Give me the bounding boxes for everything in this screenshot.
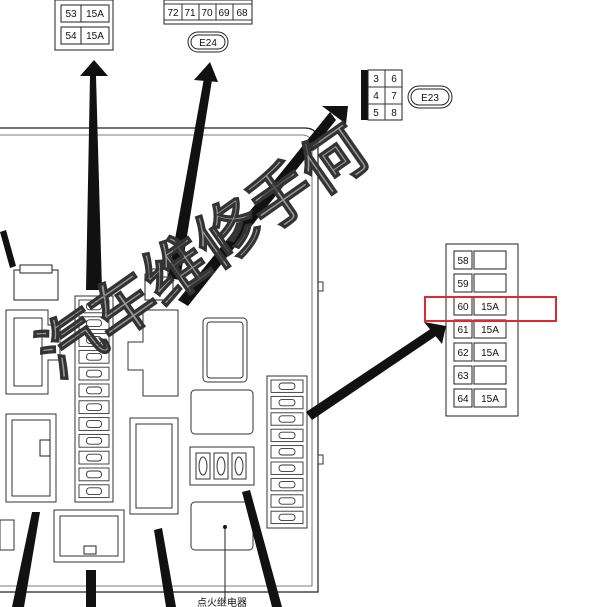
fuse-58-number: 58 (457, 256, 469, 267)
arrow-down-left (12, 512, 40, 607)
arrow-down-center-right (154, 528, 176, 607)
right-fuse-slot (270, 510, 304, 525)
fuse-69-number: 69 (218, 8, 230, 19)
connector-e23-label: E23 (421, 93, 439, 104)
connector-e23: 3 6 4 7 5 8 E23 (361, 69, 453, 121)
ignition-relay (190, 501, 254, 551)
fuse-61-amp: 15A (481, 325, 499, 336)
svg-text:E24: E24 (199, 38, 217, 49)
fuse-59-number: 59 (457, 279, 469, 290)
relay-block-center (127, 309, 179, 397)
right-fuse-slot (270, 412, 304, 426)
e23-pin-6: 6 (391, 74, 397, 85)
left-fuse-slot (78, 400, 110, 415)
mini-fuse-rack (189, 446, 255, 486)
fuse-60-amp: 15A (481, 302, 499, 313)
relay-middle-right (190, 389, 254, 435)
arrow-to-top-left-table (80, 60, 108, 290)
right-fuse-slot (270, 379, 304, 393)
left-fuse-slot (78, 316, 110, 331)
left-edge-connector (0, 519, 15, 551)
fuse-column-right (266, 375, 308, 529)
left-fuse-slot (78, 349, 110, 364)
right-fuse-slot (270, 428, 304, 443)
connector-e24-label: E24 (187, 31, 229, 53)
right-fuse-slot (270, 494, 304, 508)
housing-clips (13, 264, 174, 301)
fuse-54-number: 54 (65, 31, 77, 42)
ignition-relay-label: 点火继电器 (197, 596, 247, 607)
connector-bottom-left (53, 509, 125, 563)
right-fuse-table: 58 59 60 15A 61 15A 62 15A 63 64 15A (424, 243, 557, 417)
highlight-box (424, 296, 557, 322)
fuse-53-number: 53 (65, 9, 77, 20)
left-fuse-slot (78, 467, 110, 482)
fuse-71-number: 71 (184, 8, 196, 19)
left-fuse-slot (78, 383, 110, 398)
fuse-row-60: 60 15A (453, 296, 507, 316)
fuse-60-number: 60 (457, 302, 469, 313)
arrow-to-e24 (168, 62, 218, 280)
left-connector-top (5, 309, 61, 395)
relay-upper-right (202, 317, 248, 383)
e23-pin-3: 3 (373, 74, 379, 85)
left-fuse-slot (78, 484, 110, 499)
left-fuse-slot (78, 450, 110, 465)
fuse-column-left (74, 295, 114, 503)
right-fuse-slot (270, 461, 304, 475)
fuse-row-59: 59 (453, 273, 507, 293)
arrow-to-right-table (306, 322, 446, 420)
top-left-fuse-table: 53 15A 54 15A (54, 0, 114, 51)
left-fuse-slot (78, 433, 110, 448)
fuse-64-number: 64 (457, 394, 469, 405)
fuse-row-64: 64 15A (453, 388, 507, 408)
fuse-64-amp: 15A (481, 394, 499, 405)
arrow-left-edge (0, 230, 16, 268)
fuse-72-number: 72 (167, 8, 179, 19)
arrow-down-right (242, 490, 282, 607)
connector-lower-center (129, 417, 179, 515)
left-fuse-slot (78, 417, 110, 431)
top-middle-fuse-table: 72 71 70 69 68 (163, 0, 253, 25)
e23-pin-8: 8 (391, 108, 397, 119)
e23-pin-4: 4 (373, 91, 379, 102)
left-fuse-slot (78, 299, 110, 314)
arrow-to-e23 (178, 106, 348, 306)
right-fuse-slot (270, 477, 304, 492)
fuse-row-63: 63 (453, 365, 507, 385)
left-connector-bottom (5, 413, 57, 503)
left-fuse-slot (78, 333, 110, 347)
fuse-row-62: 62 15A (453, 342, 507, 362)
fuse-row-58: 58 (453, 250, 507, 270)
fuse-70-number: 70 (201, 8, 213, 19)
fuse-63-number: 63 (457, 371, 469, 382)
fuse-53-amp: 15A (86, 9, 104, 20)
left-fuse-slot (78, 366, 110, 381)
fuse-68-number: 68 (236, 8, 248, 19)
right-fuse-slot (270, 445, 304, 459)
e23-pin-5: 5 (373, 108, 379, 119)
fuse-54-amp: 15A (86, 31, 104, 42)
fuse-row-61: 61 15A (453, 319, 507, 339)
fuse-62-amp: 15A (481, 348, 499, 359)
fuse-61-number: 61 (457, 325, 469, 336)
e23-pin-7: 7 (391, 91, 397, 102)
right-fuse-slot (270, 395, 304, 410)
fuse-62-number: 62 (457, 348, 469, 359)
arrow-down-center (86, 570, 96, 607)
